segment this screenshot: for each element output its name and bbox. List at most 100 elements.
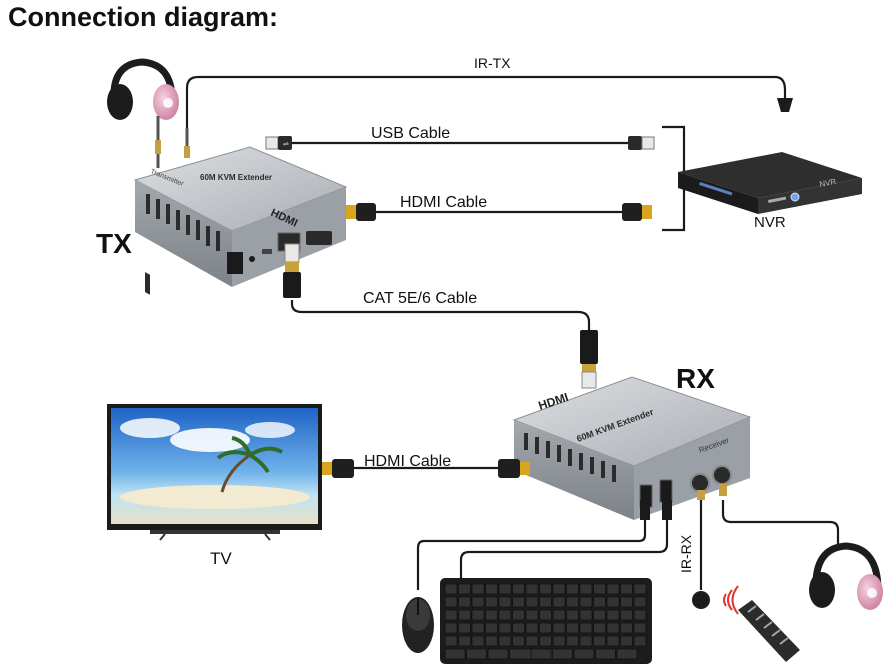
headphone-rx-cable	[721, 500, 840, 544]
headphones-tx	[107, 58, 190, 168]
keyboard-key	[620, 622, 633, 634]
keyboard-key	[566, 583, 579, 595]
keyboard-key	[444, 609, 458, 621]
keyboard-key	[606, 609, 620, 621]
keyboard-key	[498, 596, 512, 608]
keyboard-key	[444, 622, 458, 634]
keyboard-key	[539, 583, 552, 595]
ir-tx-label: IR-TX	[474, 55, 511, 71]
keyboard-key	[485, 635, 498, 647]
keyboard-key	[512, 596, 525, 608]
keyboard-key	[525, 596, 539, 608]
ir-tx-cable	[185, 75, 787, 133]
tv	[107, 404, 322, 541]
keyboard-key	[444, 583, 458, 595]
keyboard-key	[579, 609, 593, 621]
keyboard-key	[633, 609, 647, 621]
keyboard-key	[552, 648, 573, 660]
keyboard-key	[633, 596, 647, 608]
keyboard-key	[498, 583, 512, 595]
tv-label: TV	[210, 549, 232, 568]
hdmi-plug-tv	[322, 459, 354, 478]
rx-device: HDMI 60M KVM Extender Receiver	[512, 376, 752, 520]
ir-tx-sensor	[777, 98, 793, 112]
keyboard-key	[485, 622, 498, 634]
keyboard-key	[606, 635, 620, 647]
keyboard-key	[616, 648, 638, 660]
keyboard-key	[539, 635, 552, 647]
keyboard-key	[606, 622, 620, 634]
keyboard-key	[458, 635, 471, 647]
keyboard-key	[595, 648, 616, 660]
keyboard-key	[566, 596, 579, 608]
keyboard-key	[552, 583, 566, 595]
keyboard-key	[579, 635, 593, 647]
keyboard-key	[487, 648, 509, 660]
keyboard-key	[579, 596, 593, 608]
remote-control	[738, 600, 800, 662]
keyboard-key	[471, 596, 485, 608]
keyboard-key	[573, 648, 595, 660]
keyboard-key	[633, 583, 647, 595]
keyboard-key	[566, 622, 579, 634]
keyboard-key	[512, 609, 525, 621]
keyboard-key	[566, 635, 579, 647]
keyboard-key	[539, 609, 552, 621]
keyboard-key	[525, 635, 539, 647]
keyboard-key	[593, 583, 606, 595]
cat-cable	[290, 300, 591, 330]
keyboard-key	[471, 583, 485, 595]
keyboard-key	[471, 609, 485, 621]
keyboard-key	[512, 583, 525, 595]
tx-device: 60M KVM Extender Transmitter HDMI	[133, 146, 348, 295]
keyboard-key	[458, 583, 471, 595]
keyboard-key	[458, 596, 471, 608]
keyboard-key	[466, 648, 487, 660]
keyboard-key	[498, 609, 512, 621]
usb-plug-right	[628, 136, 655, 150]
keyboard-key	[552, 622, 566, 634]
keyboard-key	[633, 622, 647, 634]
usb-plug-left: ⇌	[265, 136, 292, 150]
keyboard-key	[539, 622, 552, 634]
keyboard-key	[593, 596, 606, 608]
keyboard	[440, 578, 652, 664]
nvr-device: NVR	[678, 152, 862, 214]
hdmi-plug-tx	[346, 203, 376, 221]
keyboard-key	[620, 583, 633, 595]
rx-label: RX	[676, 363, 715, 394]
svg-text:⇌: ⇌	[283, 141, 289, 148]
hdmi-plug-nvr	[622, 203, 652, 221]
hdmi-cable-bottom-label: HDMI Cable	[364, 453, 451, 470]
keyboard-key	[512, 635, 525, 647]
keyboard-key	[525, 583, 539, 595]
keyboard-key	[593, 609, 606, 621]
keyboard-key	[471, 635, 485, 647]
keyboard-key	[620, 596, 633, 608]
keyboard-key	[530, 648, 552, 660]
keyboard-key	[593, 622, 606, 634]
keyboard-key	[471, 622, 485, 634]
keyboard-key	[606, 596, 620, 608]
ir-signal-waves	[723, 585, 739, 615]
keyboard-key	[620, 635, 633, 647]
keyboard-key	[525, 622, 539, 634]
nvr-badge: NVR	[819, 177, 838, 189]
keyboard-key	[552, 596, 566, 608]
keyboard-key	[593, 635, 606, 647]
page-title: Connection diagram:	[8, 2, 279, 32]
keyboard-key	[552, 609, 566, 621]
keyboard-key	[525, 609, 539, 621]
mouse-cable	[416, 520, 647, 590]
keyboard-key	[444, 635, 458, 647]
keyboard-key	[512, 622, 525, 634]
nvr-label: NVR	[754, 214, 786, 231]
keyboard-key	[458, 622, 471, 634]
keyboard-key	[566, 609, 579, 621]
tx-label: TX	[96, 228, 132, 259]
usb-cable-label: USB Cable	[371, 125, 450, 142]
keyboard-key	[458, 609, 471, 621]
keyboard-key	[633, 635, 647, 647]
